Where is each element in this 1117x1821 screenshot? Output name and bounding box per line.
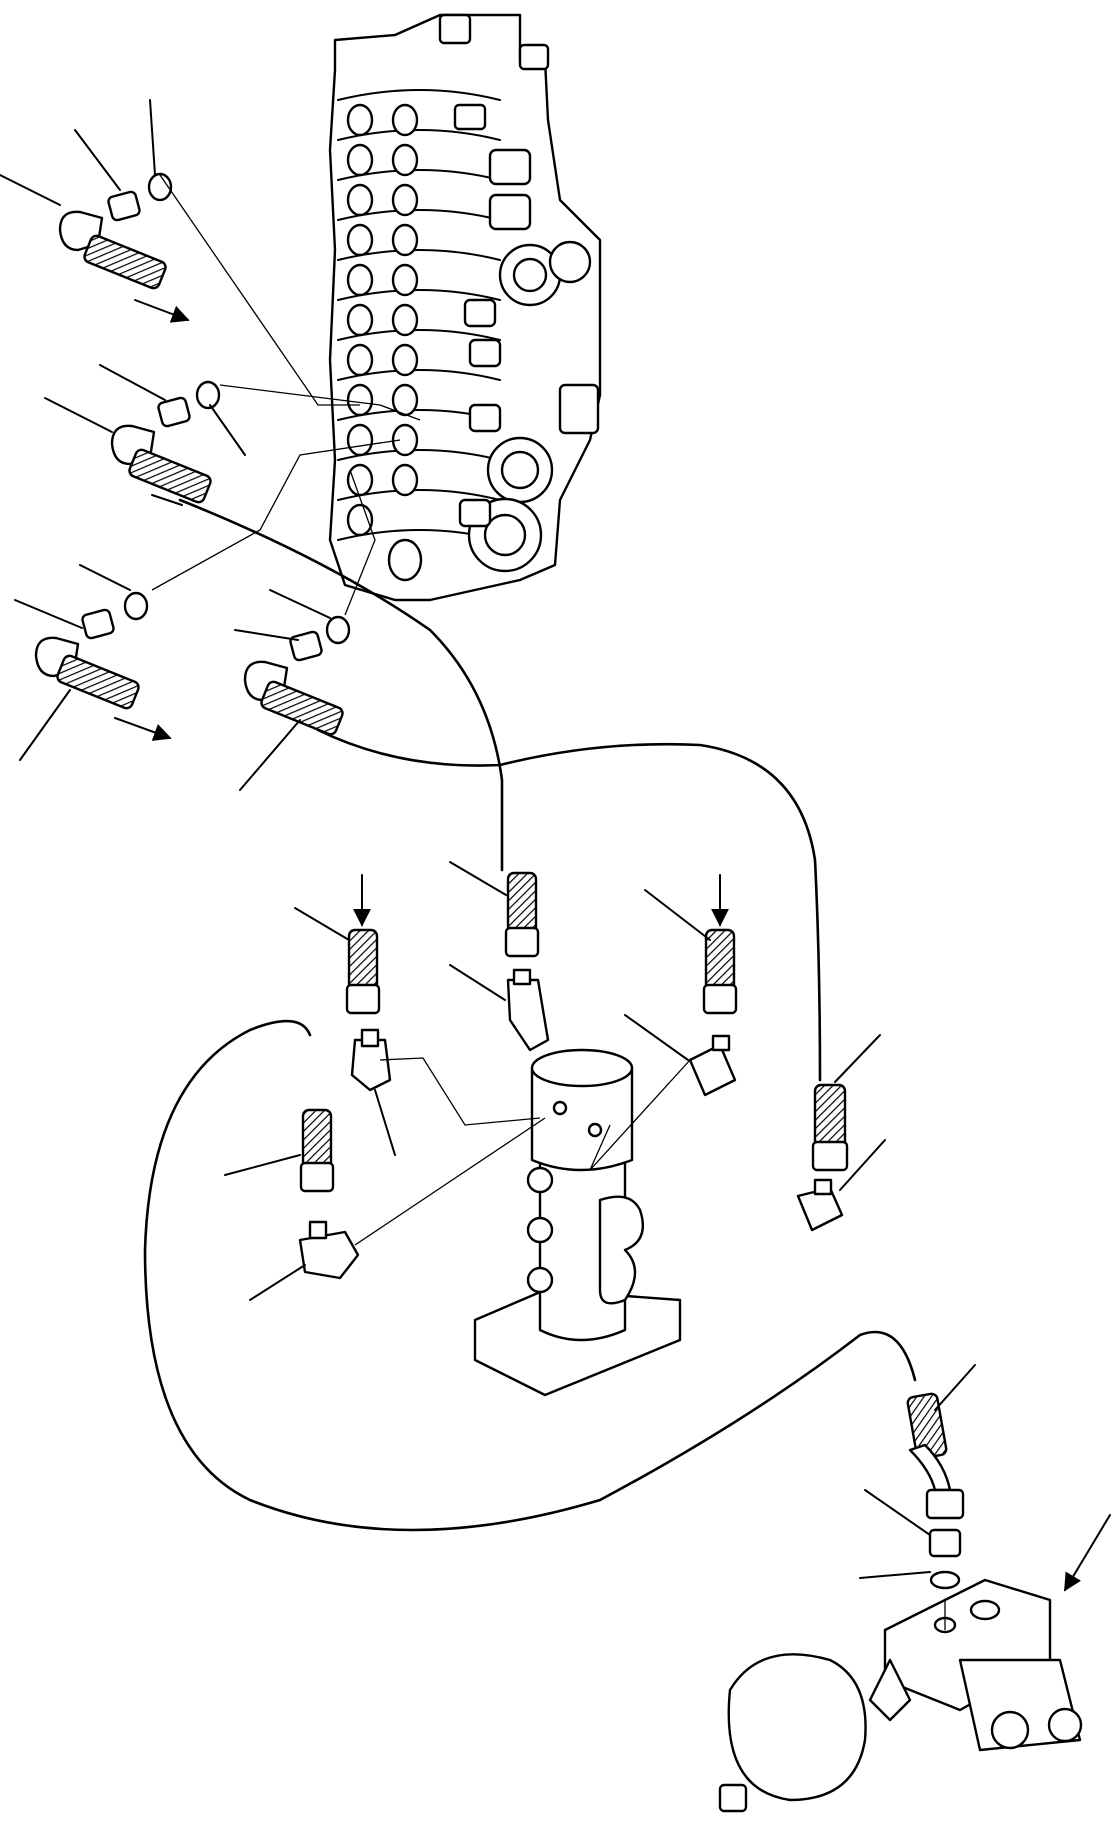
o-ring	[325, 615, 351, 645]
adapter	[157, 396, 191, 428]
flow-arrow	[114, 717, 172, 741]
o-ring	[195, 380, 221, 410]
hose-end-1	[347, 928, 379, 992]
swivel-fittings	[298, 871, 849, 1280]
hose-end-4	[301, 1108, 333, 1170]
mounting-plate	[473, 1288, 682, 1397]
hose-end	[128, 448, 212, 504]
valve-ports-left	[346, 103, 423, 582]
fitting-group-2	[110, 380, 221, 504]
adapter	[107, 190, 141, 222]
control-valve-block	[328, 13, 602, 602]
hydraulic-hoses	[143, 498, 917, 1532]
o-ring	[123, 591, 149, 621]
fitting-group-3	[34, 591, 172, 741]
hose-end	[260, 680, 344, 736]
fitting-group-1	[58, 172, 190, 323]
assembly-pointer-arrow	[1064, 1514, 1111, 1592]
adapter	[81, 608, 115, 640]
reference-lines	[151, 174, 946, 1630]
swivel-joint	[473, 1048, 682, 1397]
hose-end	[83, 234, 167, 290]
valve-sections	[337, 89, 501, 541]
adapter	[928, 1528, 962, 1558]
accumulator-valve-assembly	[718, 1392, 1083, 1813]
flow-arrow	[134, 299, 190, 323]
swivel-head	[530, 1066, 634, 1172]
accumulator-sphere	[727, 1653, 867, 1802]
hose-end-5	[813, 1083, 847, 1149]
o-ring	[147, 172, 173, 202]
o-ring	[929, 1570, 961, 1590]
hose-end	[56, 654, 140, 710]
swivel-lug	[598, 1195, 645, 1305]
hose-line-c	[143, 1019, 917, 1532]
hose-stub	[151, 494, 183, 506]
callout-leaders	[0, 99, 976, 1579]
hose-line-b	[316, 728, 822, 1082]
adapter	[289, 630, 323, 662]
valve-spools-right	[438, 13, 600, 573]
hose-end-2	[506, 871, 538, 935]
fitting-group-4	[243, 615, 351, 736]
hose-line-a	[178, 498, 504, 872]
